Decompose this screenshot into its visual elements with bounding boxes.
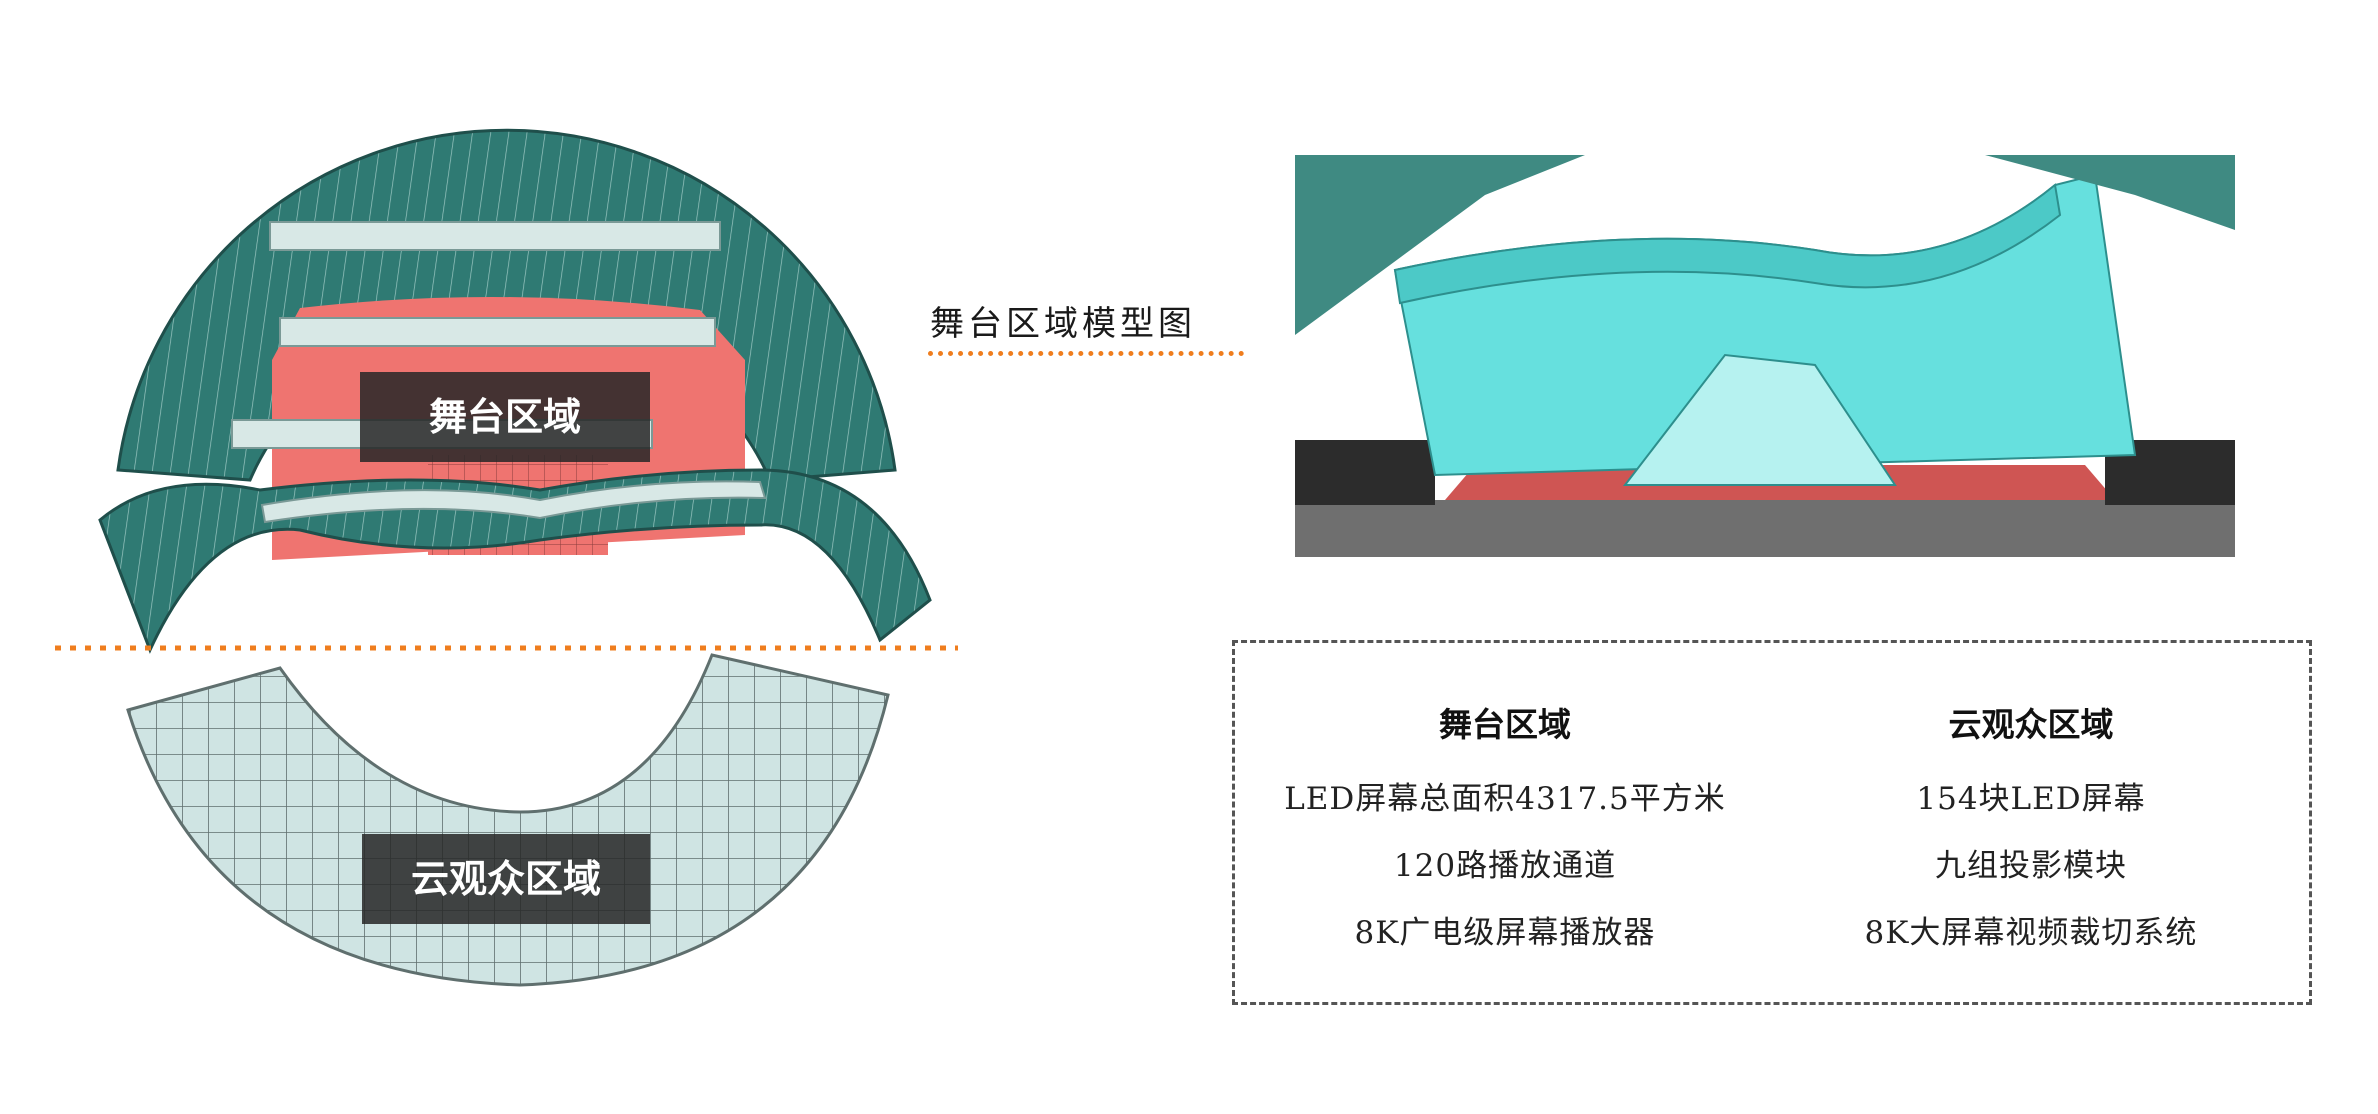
cloud-info-line: 九组投影模块 — [1935, 848, 2127, 884]
cloud-audience-area-label: 云观众区域 — [362, 834, 650, 924]
stage-info-column: 舞台区域 LED屏幕总面积4317.5平方米 120路播放通道 8K广电级屏幕播… — [1245, 698, 1765, 967]
model-corner-right — [1985, 155, 2235, 230]
cloud-info-line: 154块LED屏幕 — [1916, 781, 2146, 817]
cloud-info-title: 云观众区域 — [1948, 705, 2114, 744]
cloud-info-line: 8K大屏幕视频裁切系统 — [1864, 915, 2198, 951]
light-bar-1 — [269, 221, 721, 251]
stage-info-line: 120路播放通道 — [1393, 848, 1617, 884]
stage-model-image — [1295, 155, 2235, 557]
cloud-info-column: 云观众区域 154块LED屏幕 九组投影模块 8K大屏幕视频裁切系统 — [1771, 698, 2291, 967]
model-floor — [1295, 500, 2235, 557]
stage-area-label: 舞台区域 — [360, 372, 650, 462]
stage-info-line: LED屏幕总面积4317.5平方米 — [1284, 781, 1726, 817]
model-top-band — [1393, 183, 2062, 305]
stage-info-line: 8K广电级屏幕播放器 — [1354, 915, 1656, 951]
model-corner-left — [1295, 155, 1585, 335]
model-caption: 舞台区域模型图 — [930, 304, 1196, 344]
info-box: 舞台区域 LED屏幕总面积4317.5平方米 120路播放通道 8K广电级屏幕播… — [1232, 640, 2312, 1005]
caption-dotted-line — [928, 351, 1244, 356]
stage-info-title: 舞台区域 — [1439, 705, 1571, 744]
model-left-block — [1295, 440, 1435, 505]
cloud-audience-arc — [126, 653, 890, 987]
light-bar-2 — [279, 317, 716, 347]
stage-wave-band — [260, 480, 767, 524]
model-pyramid — [1622, 353, 1897, 486]
